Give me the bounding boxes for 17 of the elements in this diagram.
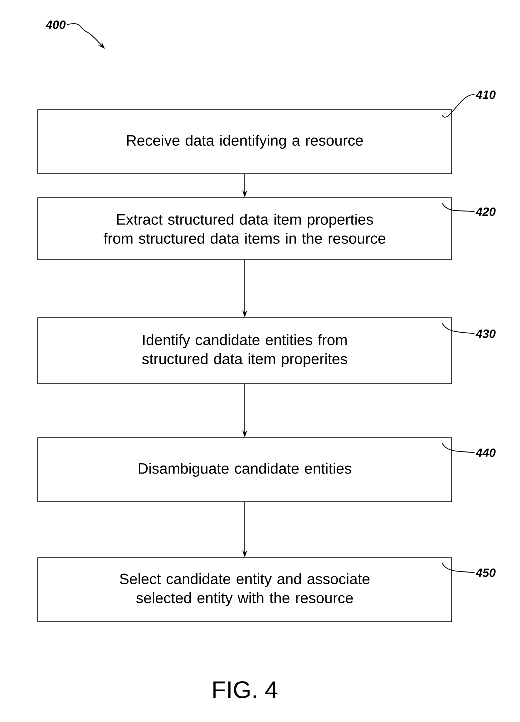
leader-line <box>442 563 476 574</box>
process-box: Extract structured data item properties from structured data items in the resource <box>38 198 452 260</box>
reference-number: 440 <box>476 448 496 458</box>
process-box: Select candidate entity and associate selected entity with the resource <box>38 558 452 622</box>
leader-line <box>442 94 476 118</box>
reference-number: 420 <box>476 208 496 216</box>
leader-line <box>442 443 476 454</box>
leader-line <box>442 323 476 334</box>
reference-number: 400 <box>46 20 66 30</box>
process-box: Identify candidate entities from structured data item properites <box>38 318 452 384</box>
reference-number: 430 <box>476 330 496 338</box>
process-box: Receive data identifying a resource <box>38 110 452 174</box>
process-box: Disambiguate candidate entities <box>38 438 452 502</box>
figure-caption: FIG. 4 <box>214 682 278 698</box>
reference-number: 410 <box>476 90 496 100</box>
reference-number: 450 <box>476 568 496 578</box>
leader-line <box>442 203 476 212</box>
